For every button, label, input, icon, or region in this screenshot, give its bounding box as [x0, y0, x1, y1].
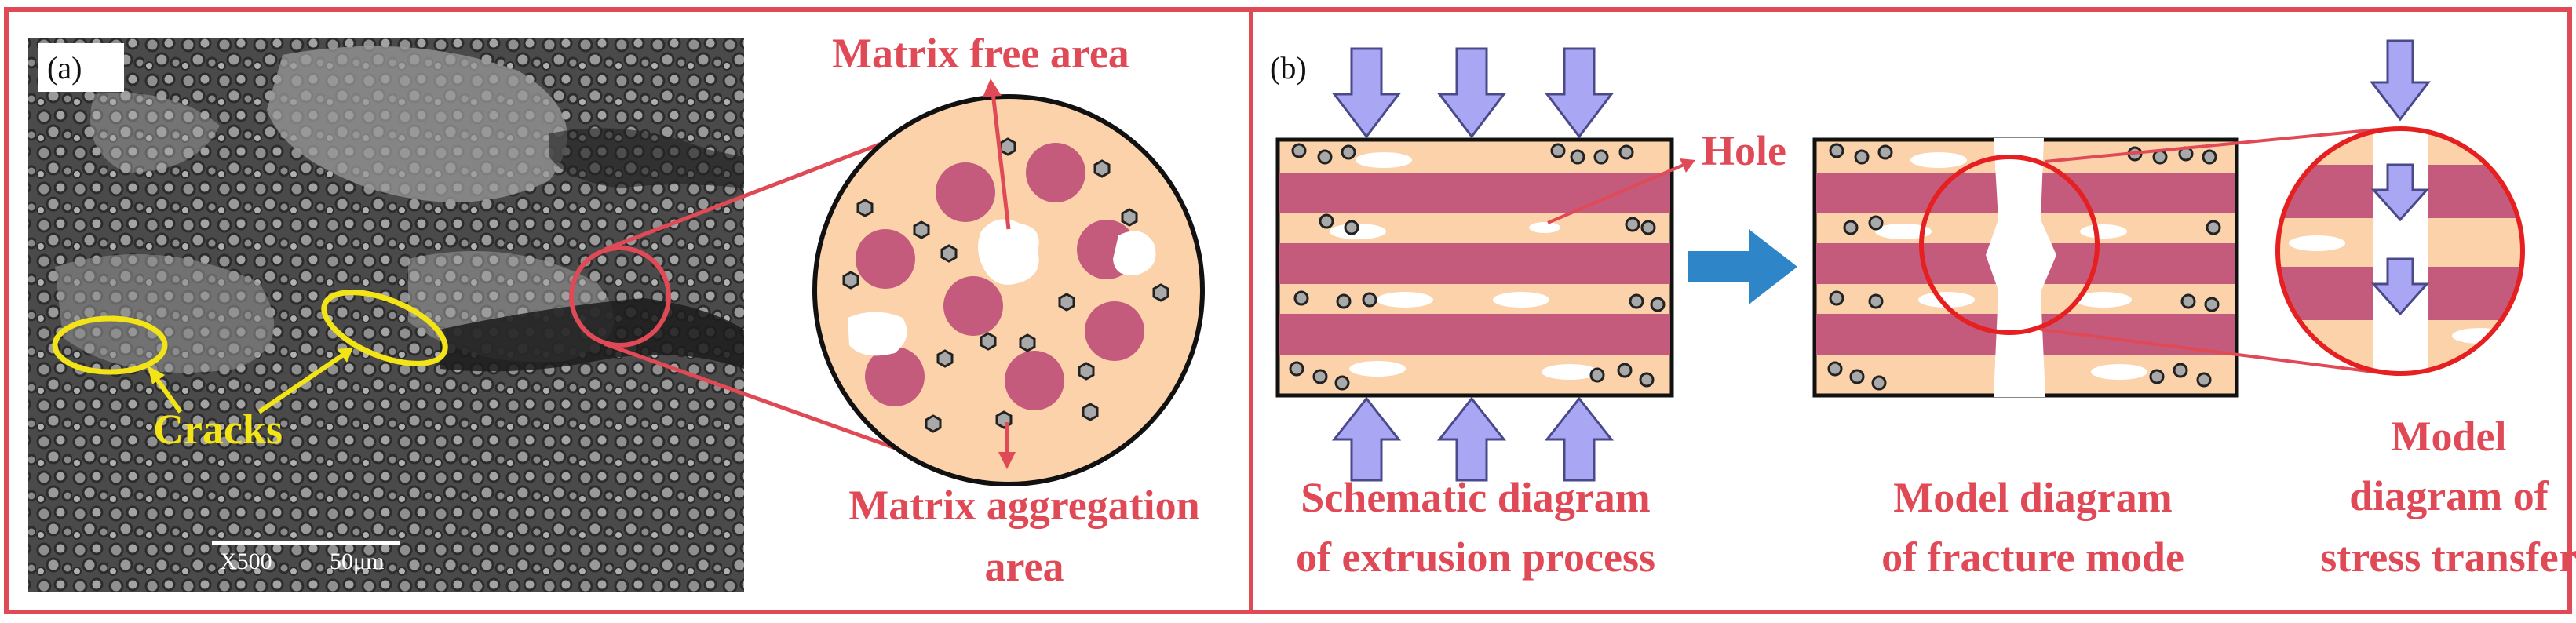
sem-image: X500 50μm	[28, 38, 744, 592]
crack-arrow	[151, 373, 183, 414]
zoom-line-bottom	[2040, 328, 2387, 375]
extrusion-block	[1275, 137, 1674, 398]
fracture-caption-2: of fracture mode	[1881, 534, 2184, 581]
matrix-aggregation-arrowhead	[998, 452, 1016, 469]
crack-arrowhead	[338, 348, 353, 363]
panel-a: X500 50μm (a) Cracks	[28, 30, 1205, 592]
fiber	[1085, 301, 1144, 361]
crack-marker	[52, 315, 168, 375]
scale-bar	[212, 541, 400, 545]
down-arrow-icon	[2369, 39, 2432, 122]
zoom-line-top	[604, 127, 919, 252]
down-arrow-icon	[1331, 47, 1615, 139]
panel-b-tag: (b)	[1270, 50, 1307, 86]
matrix-schematic	[812, 94, 1205, 486]
zoom-source-circle	[569, 246, 671, 348]
fiber	[856, 229, 915, 289]
stress-caption-2: diagram of	[2349, 472, 2549, 519]
extrusion-caption-2: of extrusion process	[1296, 534, 1655, 581]
stress-caption-1: Model	[2392, 413, 2507, 460]
fracture-caption-1: Model diagram	[1893, 474, 2172, 521]
panel-a-tag: (a)	[47, 50, 82, 86]
matrix-aggregation-label-1: Matrix aggregation	[848, 482, 1199, 529]
cracks-label: Cracks	[153, 406, 283, 453]
fiber	[936, 162, 995, 222]
hole-arrowhead	[1680, 158, 1695, 173]
matrix-free-arrow	[991, 92, 1011, 230]
void	[848, 312, 907, 356]
crack-marker	[321, 290, 448, 366]
void	[978, 219, 1039, 285]
crack-arrowhead	[148, 366, 165, 384]
fiber	[865, 347, 925, 406]
crack-arrow	[257, 353, 344, 414]
fiber	[943, 276, 1003, 336]
stress-transfer-zoom	[2275, 126, 2525, 376]
zoom-line-top	[2044, 127, 2387, 163]
scale-length: 50μm	[330, 548, 384, 574]
right-arrow-icon	[1688, 229, 1797, 304]
zoom-source-circle	[1919, 155, 2100, 335]
fracture-block	[1812, 137, 2239, 398]
stress-caption-3: stress transfer	[2320, 534, 2576, 581]
hole-arrow	[1547, 162, 1688, 224]
scale-magnification: X500	[220, 548, 272, 574]
panel-a-tag-box	[38, 43, 124, 92]
matrix-free-arrowhead	[983, 78, 1002, 97]
void	[1113, 231, 1156, 275]
matrix-free-label: Matrix free area	[832, 30, 1129, 77]
fiber	[1005, 351, 1064, 410]
zoom-line-bottom	[604, 341, 911, 456]
up-arrow-icon	[1331, 396, 1615, 482]
panel-b-border	[1249, 7, 2572, 614]
fiber	[1026, 143, 1085, 202]
hole-label: Hole	[1702, 127, 1786, 174]
panel-b: (b)	[1270, 39, 2576, 581]
extrusion-caption-1: Schematic diagram	[1301, 474, 1650, 521]
matrix-aggregation-label-2: area	[985, 543, 1064, 590]
hole	[1529, 222, 1560, 233]
down-arrow-icon	[2370, 163, 2430, 316]
